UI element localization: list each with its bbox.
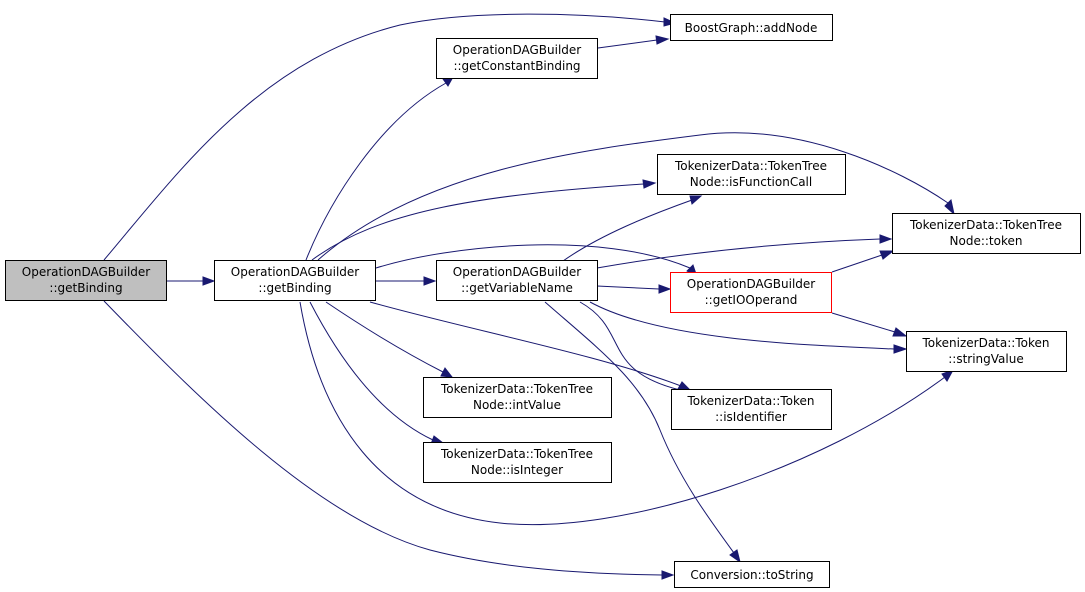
node-isidentifier-line1: TokenizerData::Token (687, 394, 815, 408)
node-getvariablename-line1: OperationDAGBuilder (453, 265, 582, 279)
edge-getbinding-token (317, 132, 949, 261)
edge-arrow (689, 195, 703, 205)
node-getiooperand[interactable]: OperationDAGBuilder ::getIOOperand (670, 272, 832, 313)
edge-getvarname-token (596, 238, 881, 269)
edge-getio-stringvalue (831, 312, 896, 333)
edge-arrow (642, 179, 657, 189)
node-tostring-line1: Conversion::toString (690, 568, 813, 582)
node-getvariablename-line2: ::getVariableName (461, 281, 573, 295)
node-isidentifier[interactable]: TokenizerData::Token ::isIdentifier (671, 389, 832, 430)
edge-arrow (423, 276, 437, 286)
edge-arrow (729, 549, 741, 564)
node-getvariablename[interactable]: OperationDAGBuilder ::getVariableName (436, 260, 598, 301)
edge-getbinding-getio (375, 244, 691, 269)
node-root[interactable]: OperationDAGBuilder ::getBinding (5, 260, 167, 301)
node-getiooperand-line2: ::getIOOperand (705, 293, 798, 307)
node-getconstantbinding[interactable]: OperationDAGBuilder ::getConstantBinding (436, 38, 598, 79)
edge-arrow (658, 284, 672, 294)
edge-arrow (663, 17, 677, 27)
node-stringvalue-line1: TokenizerData::Token (922, 336, 1050, 350)
node-isinteger[interactable]: TokenizerData::TokenTree Node::isInteger (423, 442, 612, 483)
node-intvalue-line2: Node::intValue (473, 398, 561, 412)
node-addnode-line1: BoostGraph::addNode (685, 21, 818, 35)
edge-arrow (440, 367, 454, 378)
node-getconstantbinding-line2: ::getConstantBinding (453, 59, 580, 73)
edge-getvarname-isfunccall (562, 199, 693, 262)
edge-getio-token (831, 254, 883, 273)
edge-getbinding-isinteger (309, 301, 434, 441)
node-getbinding-line1: OperationDAGBuilder (231, 265, 360, 279)
node-token-line1: TokenizerData::TokenTree (909, 218, 1062, 232)
node-intvalue[interactable]: TokenizerData::TokenTree Node::intValue (423, 377, 612, 418)
node-addnode[interactable]: BoostGraph::addNode (670, 14, 833, 41)
edge-getbinding-stringvalue (299, 301, 946, 526)
node-isfunctioncall-line2: Node::isFunctionCall (690, 175, 812, 189)
edge-getbinding-isident (369, 301, 682, 387)
edge-getvarname-tostring (544, 301, 735, 554)
edge-arrow (202, 276, 216, 286)
edge-root-tostring (103, 300, 663, 576)
node-isinteger-line2: Node::isInteger (471, 463, 563, 477)
edge-arrow (655, 35, 670, 45)
node-isidentifier-line2: ::isIdentifier (715, 410, 787, 424)
node-stringvalue[interactable]: TokenizerData::Token ::stringValue (906, 331, 1067, 372)
edge-arrow (661, 570, 675, 580)
node-isfunctioncall-line1: TokenizerData::TokenTree (674, 159, 827, 173)
edge-getconst-addnode (597, 39, 658, 49)
edge-getbinding-intvalue (325, 301, 444, 373)
edge-getvarname-getio (596, 285, 660, 290)
edge-getvarname-stringvalue (589, 301, 895, 350)
node-getbinding[interactable]: OperationDAGBuilder ::getBinding (214, 260, 376, 301)
node-getbinding-line2: ::getBinding (258, 281, 331, 295)
node-token[interactable]: TokenizerData::TokenTree Node::token (892, 213, 1081, 254)
node-isfunctioncall[interactable]: TokenizerData::TokenTree Node::isFunctio… (657, 154, 846, 195)
edge-arrow (893, 344, 908, 354)
node-tostring[interactable]: Conversion::toString (674, 561, 830, 588)
node-getiooperand-line1: OperationDAGBuilder (687, 277, 816, 291)
edge-arrow (879, 234, 893, 244)
edge-arrow (879, 250, 895, 260)
node-token-line2: Node::token (950, 234, 1023, 248)
edge-getbinding-getconst (305, 82, 447, 261)
edge-root-addnode (103, 13, 666, 261)
node-getconstantbinding-line1: OperationDAGBuilder (453, 43, 582, 57)
node-stringvalue-line2: ::stringValue (948, 352, 1024, 366)
edge-getvarname-isident (579, 301, 681, 391)
edge-arrow (944, 198, 955, 216)
node-root-line2: ::getBinding (49, 281, 122, 295)
edges (103, 13, 955, 580)
node-isinteger-line1: TokenizerData::TokenTree (440, 447, 593, 461)
edge-arrow (892, 327, 908, 337)
node-root-line1: OperationDAGBuilder (22, 265, 151, 279)
node-intvalue-line1: TokenizerData::TokenTree (440, 382, 593, 396)
